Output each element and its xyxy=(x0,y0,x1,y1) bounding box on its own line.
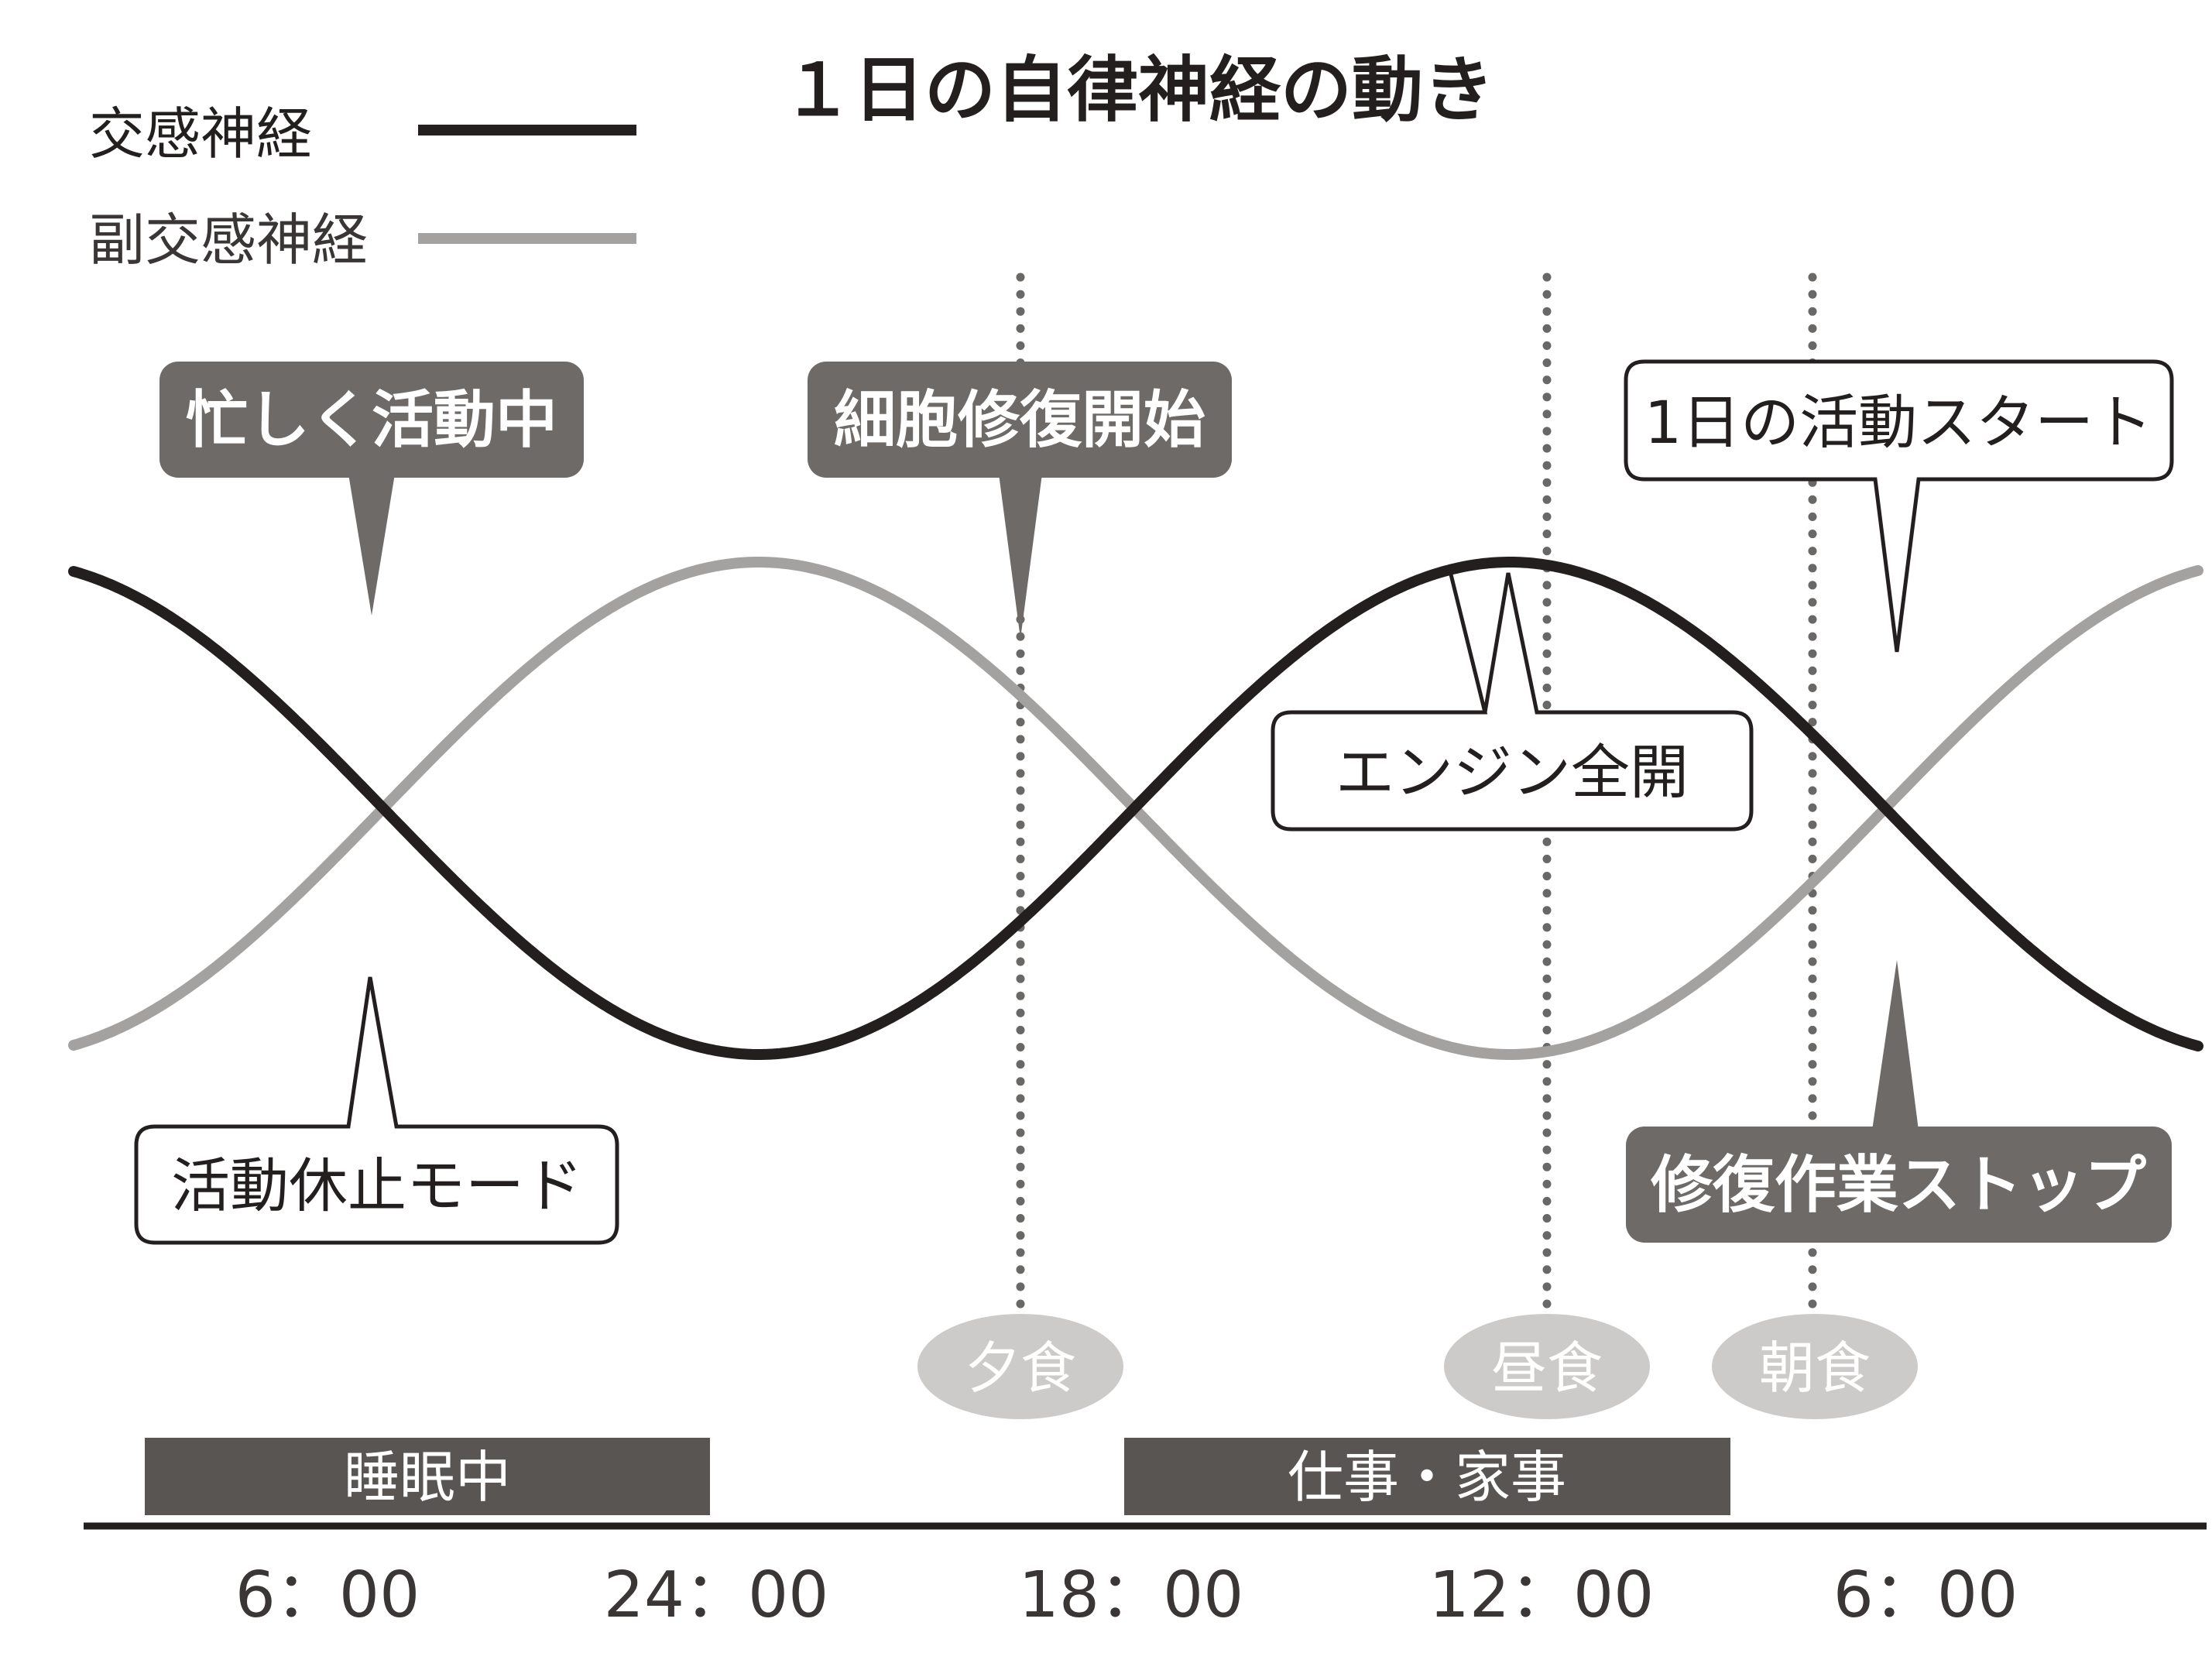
meal-label: 朝食 xyxy=(1759,1336,1871,1401)
time-label: 6：00 xyxy=(1833,1559,2018,1632)
meal-ellipse xyxy=(1712,1314,1918,1419)
time-axis-labels: 6：00 24：00 18：00 12：00 6：00 xyxy=(235,1559,2018,1632)
callout-text: 細胞修復開始 xyxy=(834,384,1205,456)
meal-ellipse xyxy=(1444,1314,1650,1419)
meal-lunch: 昼食 xyxy=(1444,1314,1650,1419)
period-label: 睡眠中 xyxy=(344,1445,511,1510)
callout-day-start: 1日の活動スタート xyxy=(1624,359,2174,653)
period-sleep: 睡眠中 xyxy=(145,1438,710,1515)
callout-pointer xyxy=(1872,960,1919,1130)
period-work-housework: 仕事・家事 xyxy=(1124,1438,1730,1515)
legend-label-parasympathetic: 副交感神経 xyxy=(89,207,368,273)
meal-dinner: 夕食 xyxy=(917,1314,1123,1419)
callout-cell-repair-start: 細胞修復開始 xyxy=(808,362,1232,639)
time-label: 12：00 xyxy=(1429,1559,1655,1632)
callout-box xyxy=(808,362,1232,478)
callout-text: 活動休止モード xyxy=(171,1151,583,1220)
callout-busy-active: 忙しく活動中 xyxy=(159,362,584,616)
time-label: 18：00 xyxy=(1019,1559,1244,1632)
callout-outline xyxy=(134,976,619,1245)
callout-text: エンジン全開 xyxy=(1336,738,1689,807)
callout-box xyxy=(159,362,584,478)
period-label: 仕事・家事 xyxy=(1288,1445,1566,1510)
callout-text: 修復作業ストップ xyxy=(1651,1149,2146,1221)
legend: 交感神経 副交感神経 xyxy=(89,101,636,273)
period-bar xyxy=(1124,1438,1730,1515)
period-bar xyxy=(145,1438,710,1515)
meal-label: 夕食 xyxy=(965,1336,1076,1401)
meal-breakfast: 朝食 xyxy=(1712,1314,1918,1419)
diagram-title: １日の自律神経の動き xyxy=(782,49,1494,132)
time-label: 6：00 xyxy=(235,1559,420,1632)
callout-outline xyxy=(1271,572,1754,832)
callout-pointer xyxy=(348,474,395,616)
callout-box xyxy=(1626,1127,2172,1243)
callout-rest-mode: 活動休止モード xyxy=(134,976,619,1245)
callout-text: 1日の活動スタート xyxy=(1644,388,2152,457)
sympathetic-curve xyxy=(68,557,2203,1060)
time-label: 24：00 xyxy=(604,1559,829,1632)
callout-pointer xyxy=(999,474,1042,639)
callout-outline xyxy=(1624,359,2174,653)
callout-text: 忙しく活動中 xyxy=(186,384,557,456)
meal-ellipse xyxy=(917,1314,1123,1419)
callout-engine-full: エンジン全開 xyxy=(1271,572,1754,832)
legend-label-sympathetic: 交感神経 xyxy=(89,101,312,166)
meal-label: 昼食 xyxy=(1491,1336,1603,1401)
callout-repair-stop: 修復作業ストップ xyxy=(1626,960,2172,1243)
